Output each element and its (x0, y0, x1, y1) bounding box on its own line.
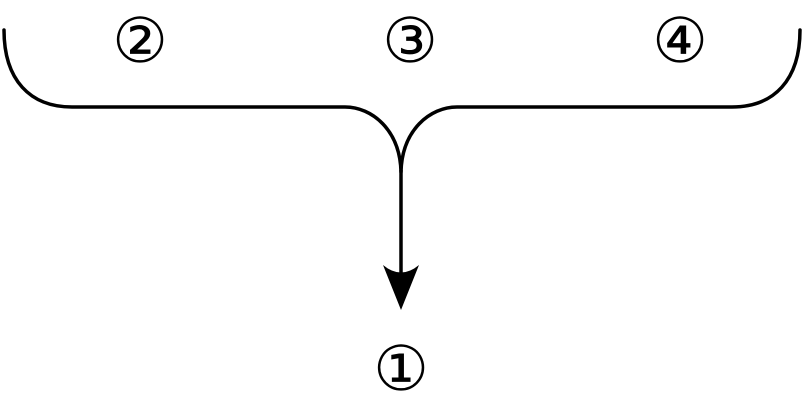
label-item-1: ① (373, 332, 429, 405)
label-item-4: ④ (652, 4, 708, 77)
label-item-2: ② (112, 4, 168, 77)
label-item-3: ③ (382, 4, 438, 77)
arrow-head (383, 265, 419, 310)
